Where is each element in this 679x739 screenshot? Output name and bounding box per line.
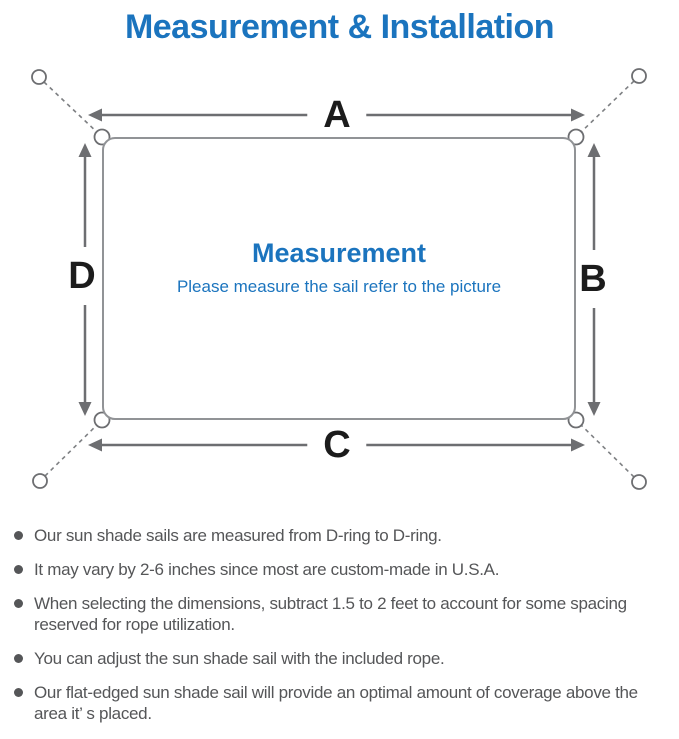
rope-line-top-right: [577, 80, 635, 136]
arrowhead-icon: [587, 143, 601, 157]
bullet-icon: [14, 688, 23, 697]
bullet-icon: [14, 599, 23, 608]
measurement-diagram: A B C D Measurement Please measure the s…: [0, 58, 679, 503]
note-text: It may vary by 2-6 inches since most are…: [34, 560, 500, 579]
dimension-label-d: D: [65, 247, 99, 305]
notes-list: Our sun shade sails are measured from D-…: [0, 503, 679, 724]
anchor-ring-icon: [31, 69, 47, 85]
arrowhead-icon: [78, 143, 92, 157]
dimension-label-b: B: [576, 250, 610, 308]
page-title: Measurement & Installation: [124, 8, 555, 46]
list-item: Our flat-edged sun shade sail will provi…: [12, 682, 671, 724]
dimension-label-a: A: [307, 96, 367, 134]
anchor-ring-icon: [631, 68, 647, 84]
bullet-icon: [14, 531, 23, 540]
arrowhead-icon: [78, 402, 92, 416]
list-item: You can adjust the sun shade sail with t…: [12, 648, 671, 669]
d-ring-icon: [567, 411, 585, 429]
d-ring-icon: [93, 128, 111, 146]
diagram-caption-subtitle: Please measure the sail refer to the pic…: [176, 277, 502, 296]
d-ring-icon: [93, 411, 111, 429]
arrowhead-icon: [88, 108, 102, 122]
list-item: Our sun shade sails are measured from D-…: [12, 525, 671, 546]
arrowhead-icon: [571, 108, 585, 122]
anchor-ring-icon: [631, 474, 647, 490]
bullet-icon: [14, 565, 23, 574]
note-text: When selecting the dimensions, subtract …: [34, 594, 627, 634]
anchor-ring-icon: [32, 473, 48, 489]
note-text: Our flat-edged sun shade sail will provi…: [34, 683, 638, 723]
rope-line-bottom-right: [577, 421, 635, 478]
diagram-caption: Measurement Please measure the sail refe…: [103, 238, 575, 297]
d-ring-icon: [567, 128, 585, 146]
arrowhead-icon: [571, 438, 585, 452]
sail-outline: [102, 137, 576, 420]
bullet-icon: [14, 654, 23, 663]
rope-line-top-left: [43, 81, 101, 136]
note-text: Our sun shade sails are measured from D-…: [34, 526, 442, 545]
list-item: It may vary by 2-6 inches since most are…: [12, 559, 671, 580]
list-item: When selecting the dimensions, subtract …: [12, 593, 671, 635]
arrowhead-icon: [587, 402, 601, 416]
rope-line-bottom-left: [44, 421, 101, 477]
arrowhead-icon: [88, 438, 102, 452]
dimension-label-c: C: [307, 426, 367, 464]
diagram-caption-title: Measurement: [251, 238, 427, 268]
note-text: You can adjust the sun shade sail with t…: [34, 649, 445, 668]
